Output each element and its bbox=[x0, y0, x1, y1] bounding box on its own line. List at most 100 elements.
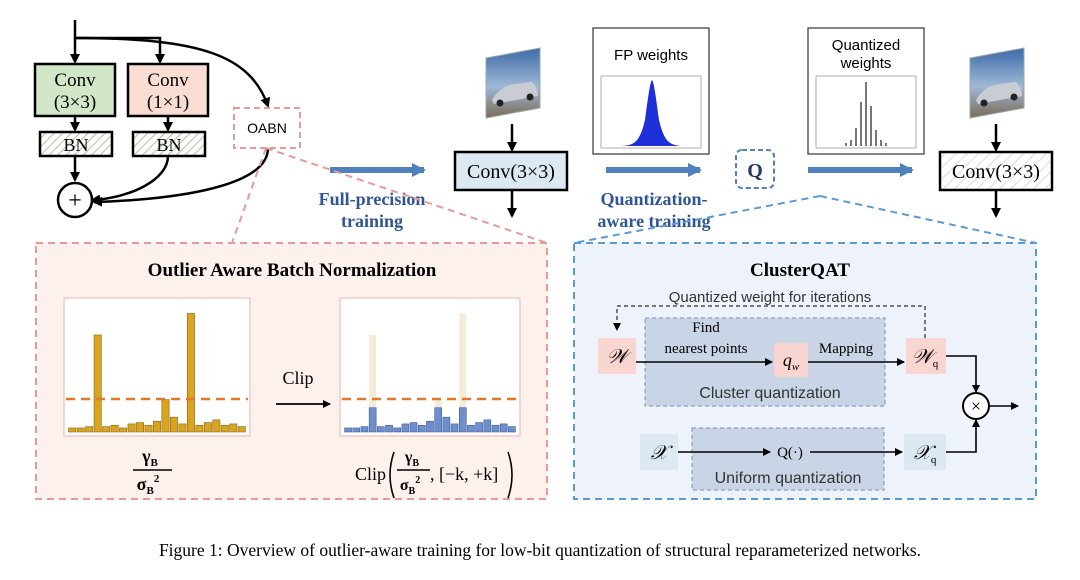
svg-text:γB: γB bbox=[404, 449, 419, 469]
car-image-thumbnail-2 bbox=[969, 47, 1025, 119]
histogram-clipped-frame bbox=[339, 297, 521, 437]
reparam-block: Conv (3×3) Conv (1×1) BN BN OABN + bbox=[33, 20, 301, 219]
histogram-original-frame bbox=[63, 297, 251, 437]
qw-node bbox=[774, 343, 808, 377]
orig-bar bbox=[102, 426, 111, 433]
clip-bar bbox=[393, 427, 402, 433]
clip-bar bbox=[409, 422, 418, 433]
clip-bar bbox=[458, 407, 467, 433]
histogram-original bbox=[68, 313, 246, 433]
figure-caption: Figure 1: Overview of outlier-aware trai… bbox=[159, 540, 921, 560]
oabn-panel: Outlier Aware Batch Normalization Clip γ… bbox=[35, 147, 548, 500]
orig-bar bbox=[212, 419, 221, 433]
q-node bbox=[735, 149, 775, 189]
svg-text:σB2: σB2 bbox=[137, 473, 160, 497]
conv1x1-label-1: Conv bbox=[147, 70, 189, 91]
multiply-symbol: × bbox=[971, 396, 981, 416]
clip-bar bbox=[434, 407, 442, 433]
clip-bar bbox=[377, 426, 385, 433]
orig-bar bbox=[144, 424, 153, 433]
orig-bar bbox=[161, 399, 170, 433]
clip-bar bbox=[401, 423, 410, 433]
add-symbol: + bbox=[68, 188, 82, 214]
orig-bar bbox=[195, 424, 204, 433]
w-node bbox=[598, 338, 636, 374]
oabn-node bbox=[233, 107, 301, 149]
conv3x3-label-1: Conv bbox=[54, 70, 96, 91]
conv-label-right: Conv(3×3) bbox=[952, 161, 1040, 183]
orig-bar bbox=[229, 423, 238, 433]
histogram-clipped bbox=[344, 313, 516, 433]
w-symbol: 𝒲 bbox=[607, 346, 633, 368]
qat-label-2: aware training bbox=[597, 211, 710, 231]
formula-clip: Clip γB σB2 , [−k, +k] bbox=[355, 449, 513, 499]
clusterqat-title: ClusterQAT bbox=[750, 260, 850, 281]
fp-weights-label: FP weights bbox=[614, 47, 688, 64]
clip-bar bbox=[508, 426, 516, 433]
orig-bar bbox=[170, 416, 178, 433]
conv1x1-label-2: (1×1) bbox=[147, 92, 189, 113]
clip-bar bbox=[426, 420, 434, 433]
orig-bar bbox=[68, 427, 77, 433]
clip-bar bbox=[418, 424, 426, 433]
clip-bar bbox=[442, 416, 451, 433]
wq-symbol: 𝒲q bbox=[912, 346, 939, 370]
clip-bar bbox=[368, 407, 377, 433]
clip-bar bbox=[491, 424, 500, 433]
conv-label-mid: Conv(3×3) bbox=[467, 161, 555, 183]
svg-text:, [−k, +k]: , [−k, +k] bbox=[430, 464, 498, 484]
clip-bar bbox=[344, 427, 352, 433]
quantized-weights-label-1: Quantized bbox=[832, 37, 900, 54]
clip-bar bbox=[499, 423, 508, 433]
cluster-quantization-label: Cluster quantization bbox=[699, 385, 840, 402]
svg-text:Clip: Clip bbox=[355, 464, 386, 484]
xq-node bbox=[904, 434, 946, 470]
find-label-1: Find bbox=[692, 320, 720, 336]
pipeline: Full-precision training Conv(3×3) FP wei… bbox=[319, 27, 1054, 231]
svg-text:σB2: σB2 bbox=[400, 475, 420, 497]
quantized-weights-spikes bbox=[845, 82, 887, 146]
orig-bar bbox=[237, 426, 246, 433]
full-precision-label-1: Full-precision bbox=[319, 189, 426, 209]
clip-ghost-bar bbox=[369, 334, 377, 432]
orig-bar bbox=[186, 313, 195, 433]
conv1x1-node bbox=[126, 62, 210, 118]
orig-bar bbox=[119, 427, 128, 433]
clip-bar bbox=[475, 422, 483, 433]
uniform-quantization-label: Uniform quantization bbox=[715, 470, 862, 487]
orig-bar bbox=[127, 423, 136, 433]
clip-arrow-label: Clip bbox=[282, 368, 313, 388]
conv3x3-label-2: (3×3) bbox=[54, 92, 96, 113]
clip-bar bbox=[450, 423, 459, 433]
orig-bar bbox=[220, 424, 229, 433]
mapping-label: Mapping bbox=[819, 341, 874, 357]
quantized-weights-label-2: weights bbox=[840, 55, 892, 72]
orig-bar bbox=[110, 424, 119, 433]
orig-bar bbox=[136, 422, 144, 433]
qat-label-1: Quantization- bbox=[600, 189, 707, 209]
full-precision-label-2: training bbox=[341, 211, 403, 231]
wq-node bbox=[906, 338, 946, 374]
clusterqat-panel: ClusterQAT Quantized weight for iteratio… bbox=[573, 195, 1037, 500]
oabn-panel-title: Outlier Aware Batch Normalization bbox=[148, 260, 437, 281]
clip-bar bbox=[467, 424, 475, 433]
orig-bar bbox=[178, 423, 187, 433]
qw-symbol: qw bbox=[783, 350, 800, 373]
clip-bar bbox=[385, 424, 393, 433]
bn-node-left bbox=[38, 130, 114, 158]
feedback-label: Quantized weight for iterations bbox=[669, 289, 872, 306]
add-node bbox=[56, 181, 94, 219]
orig-bar bbox=[203, 422, 212, 433]
clip-bar bbox=[360, 426, 369, 433]
clip-bar bbox=[352, 427, 361, 433]
bn-label-right: BN bbox=[156, 135, 181, 155]
car-image-thumbnail-1 bbox=[485, 47, 541, 119]
uniform-quantization-region bbox=[691, 427, 885, 491]
orig-bar bbox=[76, 427, 85, 433]
q-label: Q bbox=[747, 160, 763, 182]
orig-bar bbox=[85, 426, 94, 433]
find-label-2: nearest points bbox=[665, 341, 748, 357]
clip-bar bbox=[483, 419, 492, 433]
q-op-label: Q(·) bbox=[777, 445, 803, 461]
